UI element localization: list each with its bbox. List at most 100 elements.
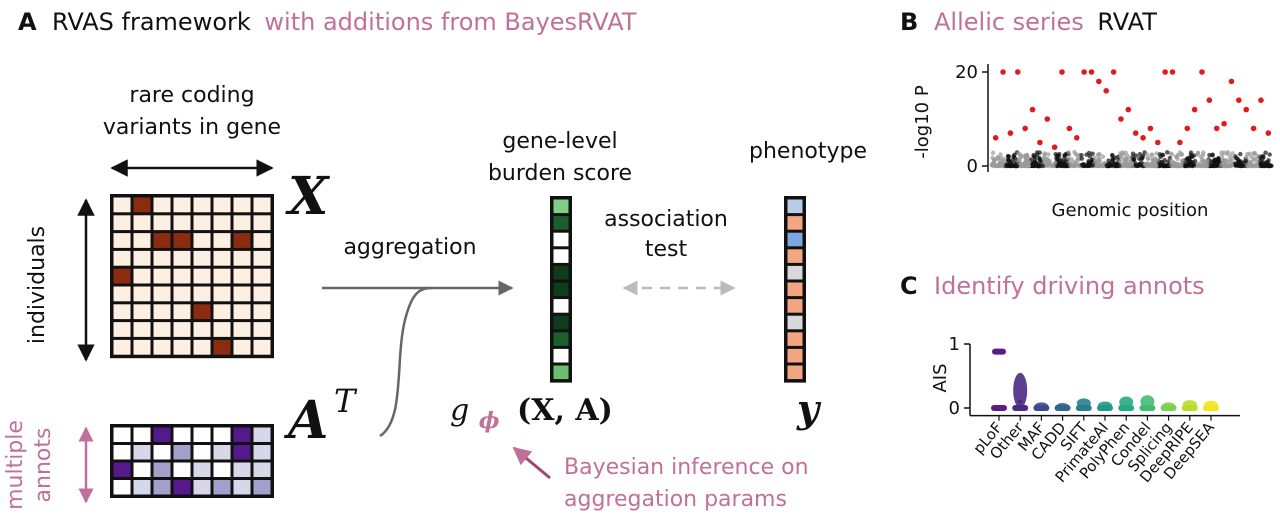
manhattan-point: [998, 152, 1003, 157]
variant-cell: [113, 286, 131, 302]
manhattan-sig-point: [1059, 69, 1065, 75]
panel-a-title-pink: with additions from BayesRVAT: [264, 8, 636, 36]
ais-strip: [1012, 405, 1029, 411]
manhattan-sig-point: [1037, 139, 1043, 146]
panel-b-ylabel: -log10 P: [912, 85, 933, 159]
a-symbol: A: [283, 390, 328, 451]
variant-cell: [213, 286, 231, 302]
manhattan-point: [1254, 163, 1260, 168]
annotation-cell: [153, 445, 171, 460]
manhattan-point: [1097, 163, 1103, 168]
variant-cell: [113, 268, 131, 284]
variant-cell: [253, 268, 271, 284]
manhattan-point: [1063, 152, 1068, 157]
manhattan-point: [1145, 156, 1151, 161]
manhattan-point: [1238, 151, 1243, 157]
manhattan-sig-point: [1081, 69, 1087, 75]
manhattan-point: [1097, 152, 1102, 157]
annotation-cell: [193, 462, 211, 477]
burden-cell: [553, 216, 569, 230]
manhattan-point: [1048, 162, 1053, 167]
phenotype-cell: [787, 249, 803, 263]
manhattan-point: [1221, 159, 1226, 164]
ais-strip-plot: 01pLoFOtherMAFCADDSIFTPrimateAIPolyPhenC…: [949, 334, 1240, 486]
variant-cell: [173, 215, 191, 231]
variant-cell: [153, 268, 171, 284]
x-symbol: X: [285, 166, 331, 227]
manhattan-point: [1138, 163, 1143, 168]
manhattan-point: [1263, 150, 1268, 155]
manhattan-point: [1214, 158, 1219, 163]
manhattan-sig-point: [1118, 116, 1124, 122]
manhattan-point: [1090, 151, 1095, 156]
manhattan-point: [1061, 158, 1066, 164]
annotation-cell: [113, 462, 131, 477]
manhattan-point: [1202, 163, 1208, 168]
manhattan-point: [1079, 162, 1085, 168]
annotation-cell: [193, 427, 211, 442]
burden-cell: [553, 265, 569, 280]
burden-cell: [553, 348, 569, 363]
manhattan-sig-point: [1221, 120, 1227, 127]
ais-median: [1039, 406, 1044, 410]
manhattan-sig-point: [1103, 88, 1110, 94]
annotation-cell: [133, 480, 151, 495]
variant-cell: [253, 250, 271, 266]
manhattan-sig-point: [1007, 130, 1014, 136]
manhattan-point: [1150, 161, 1155, 166]
manhattan-point: [1052, 160, 1058, 166]
manhattan-point: [1001, 159, 1007, 164]
variant-cell: [173, 233, 191, 248]
variant-cell: [173, 322, 191, 337]
manhattan-point: [1219, 162, 1224, 168]
variant-cell: [133, 268, 151, 284]
phenotype-cell: [787, 315, 803, 330]
manhattan-point: [1005, 153, 1011, 159]
manhattan-point: [1223, 163, 1229, 169]
manhattan-point: [1070, 163, 1075, 169]
manhattan-point: [1086, 150, 1092, 156]
manhattan-point: [1238, 163, 1244, 169]
manhattan-point: [1258, 155, 1263, 160]
manhattan-point: [1165, 159, 1171, 164]
annotation-cell: [213, 427, 231, 442]
annotation-cell: [153, 462, 171, 477]
manhattan-sig-point: [1162, 69, 1168, 75]
variant-cell: [233, 250, 251, 266]
y-symbol: y: [796, 386, 822, 431]
annotation-cell: [193, 445, 211, 460]
manhattan-point: [1035, 152, 1040, 158]
manhattan-point: [1258, 159, 1263, 164]
manhattan-point: [1042, 152, 1047, 157]
annotation-cell: [233, 427, 251, 442]
variant-cell: [133, 304, 151, 320]
manhattan-point: [1150, 157, 1155, 162]
manhattan-sig-point: [1140, 135, 1146, 141]
variant-cell: [173, 250, 191, 266]
manhattan-point: [1037, 163, 1042, 169]
burden-cell: [553, 332, 569, 346]
manhattan-point: [1016, 151, 1021, 156]
manhattan-point: [1023, 153, 1028, 158]
manhattan-point: [1205, 158, 1210, 163]
manhattan-point: [1266, 163, 1271, 169]
manhattan-sig-point: [1014, 69, 1021, 75]
variant-cell: [133, 197, 151, 213]
manhattan-sig-point: [1213, 125, 1220, 132]
annots-label-line2: annots: [31, 428, 56, 503]
ais-median: [1145, 404, 1150, 409]
manhattan-point: [1000, 163, 1006, 169]
manhattan-point: [1149, 152, 1155, 157]
ais-median: [1124, 404, 1129, 409]
manhattan-sig-point: [1029, 106, 1036, 113]
annotation-cell: [213, 462, 231, 477]
manhattan-point: [1187, 156, 1192, 161]
variant-cell: [113, 250, 131, 266]
variant-cell: [253, 322, 271, 337]
manhattan-point: [1267, 152, 1272, 157]
annots-label-line1: multiple: [3, 420, 28, 510]
manhattan-point: [1026, 163, 1032, 169]
manhattan-point: [1090, 163, 1095, 168]
variant-cell: [193, 268, 211, 284]
ais-violin: [1013, 372, 1028, 408]
